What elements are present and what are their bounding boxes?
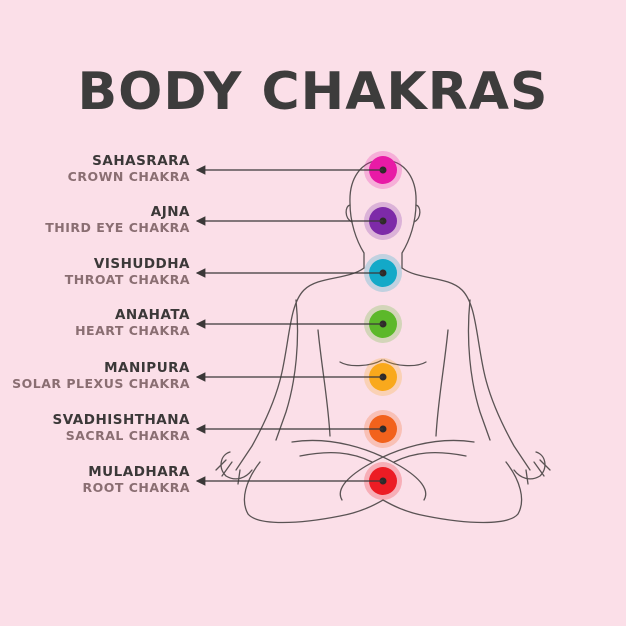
- chakra-name: MULADHARA: [88, 464, 190, 480]
- meditating-figure: [215, 159, 551, 524]
- chakra-subtitle: ROOT CHAKRA: [82, 480, 190, 495]
- chakra-name: MANIPURA: [104, 360, 190, 376]
- page-title: BODY CHAKRAS: [77, 62, 549, 122]
- chakra-name: ANAHATA: [114, 307, 190, 323]
- chakra-subtitle: HEART CHAKRA: [75, 323, 190, 338]
- chakra-name: VISHUDDHA: [93, 256, 190, 272]
- chakra-subtitle: SACRAL CHAKRA: [65, 428, 190, 443]
- chakra-name: SVADHISHTHANA: [52, 412, 190, 428]
- chakra-subtitle: THIRD EYE CHAKRA: [45, 220, 190, 235]
- chakra-subtitle: CROWN CHAKRA: [67, 169, 190, 184]
- chakra-subtitle: THROAT CHAKRA: [64, 272, 190, 287]
- chakra-name: SAHASRARA: [92, 153, 190, 169]
- chakra-subtitle: SOLAR PLEXUS CHAKRA: [12, 376, 190, 391]
- chakra-name: AJNA: [150, 204, 190, 220]
